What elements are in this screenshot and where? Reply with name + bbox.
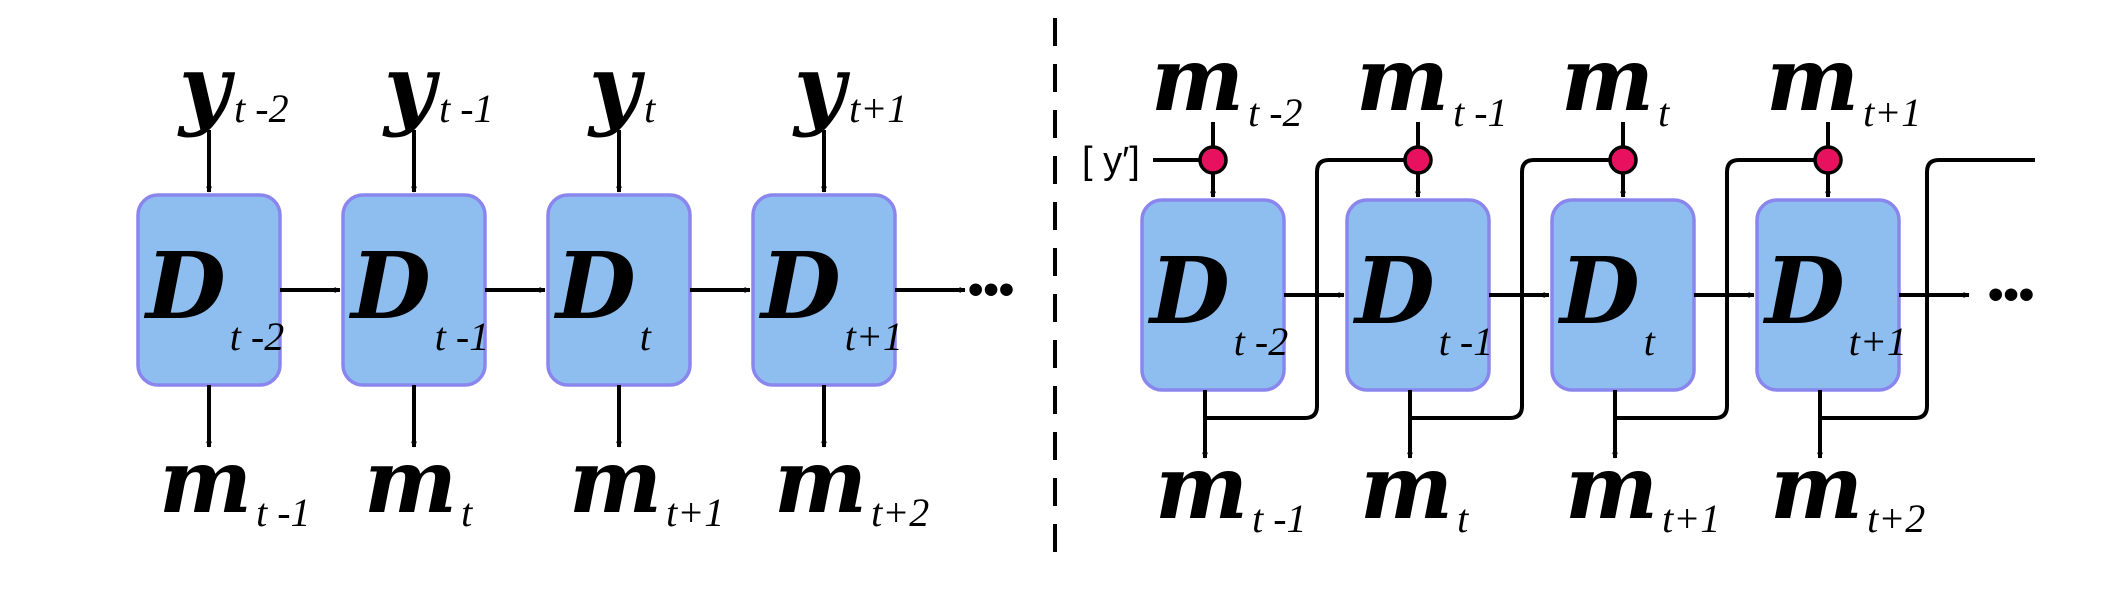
left-output-1-symbol: m [364,429,457,533]
left-output-3-subscript: t+2 [871,490,929,535]
left-output-2-subscript: t+1 [666,490,724,535]
left-input-0-subscript: t -2 [234,86,288,131]
right-input-0-subscript: t -2 [1248,90,1302,135]
left-output-3-symbol: m [774,429,867,533]
right-output-3-subscript: t+2 [1867,496,1925,541]
right-gate-3 [1813,145,1843,175]
right-gate-0 [1198,145,1228,175]
right-block-label-2-symbol: D [1557,237,1640,345]
right-output-2-subscript: t+1 [1662,496,1720,541]
left-output-2-symbol: m [569,429,662,533]
right-block-label-0-symbol: D [1147,237,1230,345]
right-output-2-symbol: m [1565,435,1658,539]
right-feedback-3 [1820,158,2035,420]
right-input-1-symbol: m [1356,27,1449,131]
left-block-label-0-subscript: t -2 [230,314,284,359]
right-gate-1 [1403,145,1433,175]
left-block-label-3-subscript: t+1 [845,314,903,359]
right-block-label-1-symbol: D [1352,237,1435,345]
right-input-3-symbol: m [1766,27,1859,131]
left-input-3-symbol: y [792,35,851,139]
left-input-2-symbol: y [587,35,646,139]
right-input-1-subscript: t -1 [1453,90,1507,135]
left-block-label-2-symbol: D [553,232,636,340]
left-block-label-2-subscript: t [640,314,652,359]
right-input-3-subscript: t+1 [1863,90,1921,135]
right-block-label-0-subscript: t -2 [1234,319,1288,364]
left-block-label-0-symbol: D [143,232,226,340]
right-output-1-subscript: t [1457,496,1469,541]
right-block-label-1-subscript: t -1 [1439,319,1493,364]
right-gate-2 [1608,145,1638,175]
left-output-0-subscript: t -1 [256,490,310,535]
right-output-1-symbol: m [1360,435,1453,539]
right-feedback-2 [1615,158,1815,420]
right-output-0-subscript: t -1 [1252,496,1306,541]
left-input-1-subscript: t -1 [439,86,493,131]
right-feedback-0 [1205,158,1405,420]
left-input-1-symbol: y [382,35,441,139]
right-block-label-3-symbol: D [1762,237,1845,345]
left-input-2-subscript: t [644,86,656,131]
right-input-2-symbol: m [1561,27,1654,131]
right-block-label-2-subscript: t [1644,319,1656,364]
left-block-label-1-subscript: t -1 [435,314,489,359]
right-output-0-symbol: m [1155,435,1248,539]
left-block-label-3-symbol: D [758,232,841,340]
left-input-3-subscript: t+1 [849,86,907,131]
right-feedback-1 [1410,158,1610,420]
right-block-label-3-subscript: t+1 [1849,319,1907,364]
left-output-1-subscript: t [461,490,473,535]
right-ellipsis: ••• [1988,270,2034,319]
right-input-2-subscript: t [1658,90,1670,135]
left-input-0-symbol: y [177,35,236,139]
left-output-0-symbol: m [159,429,252,533]
left-block-label-1-symbol: D [348,232,431,340]
right-input-0-symbol: m [1151,27,1244,131]
left-ellipsis: ••• [968,265,1014,314]
initial-input-label: [ y′] [1082,140,1140,182]
right-output-3-symbol: m [1770,435,1863,539]
